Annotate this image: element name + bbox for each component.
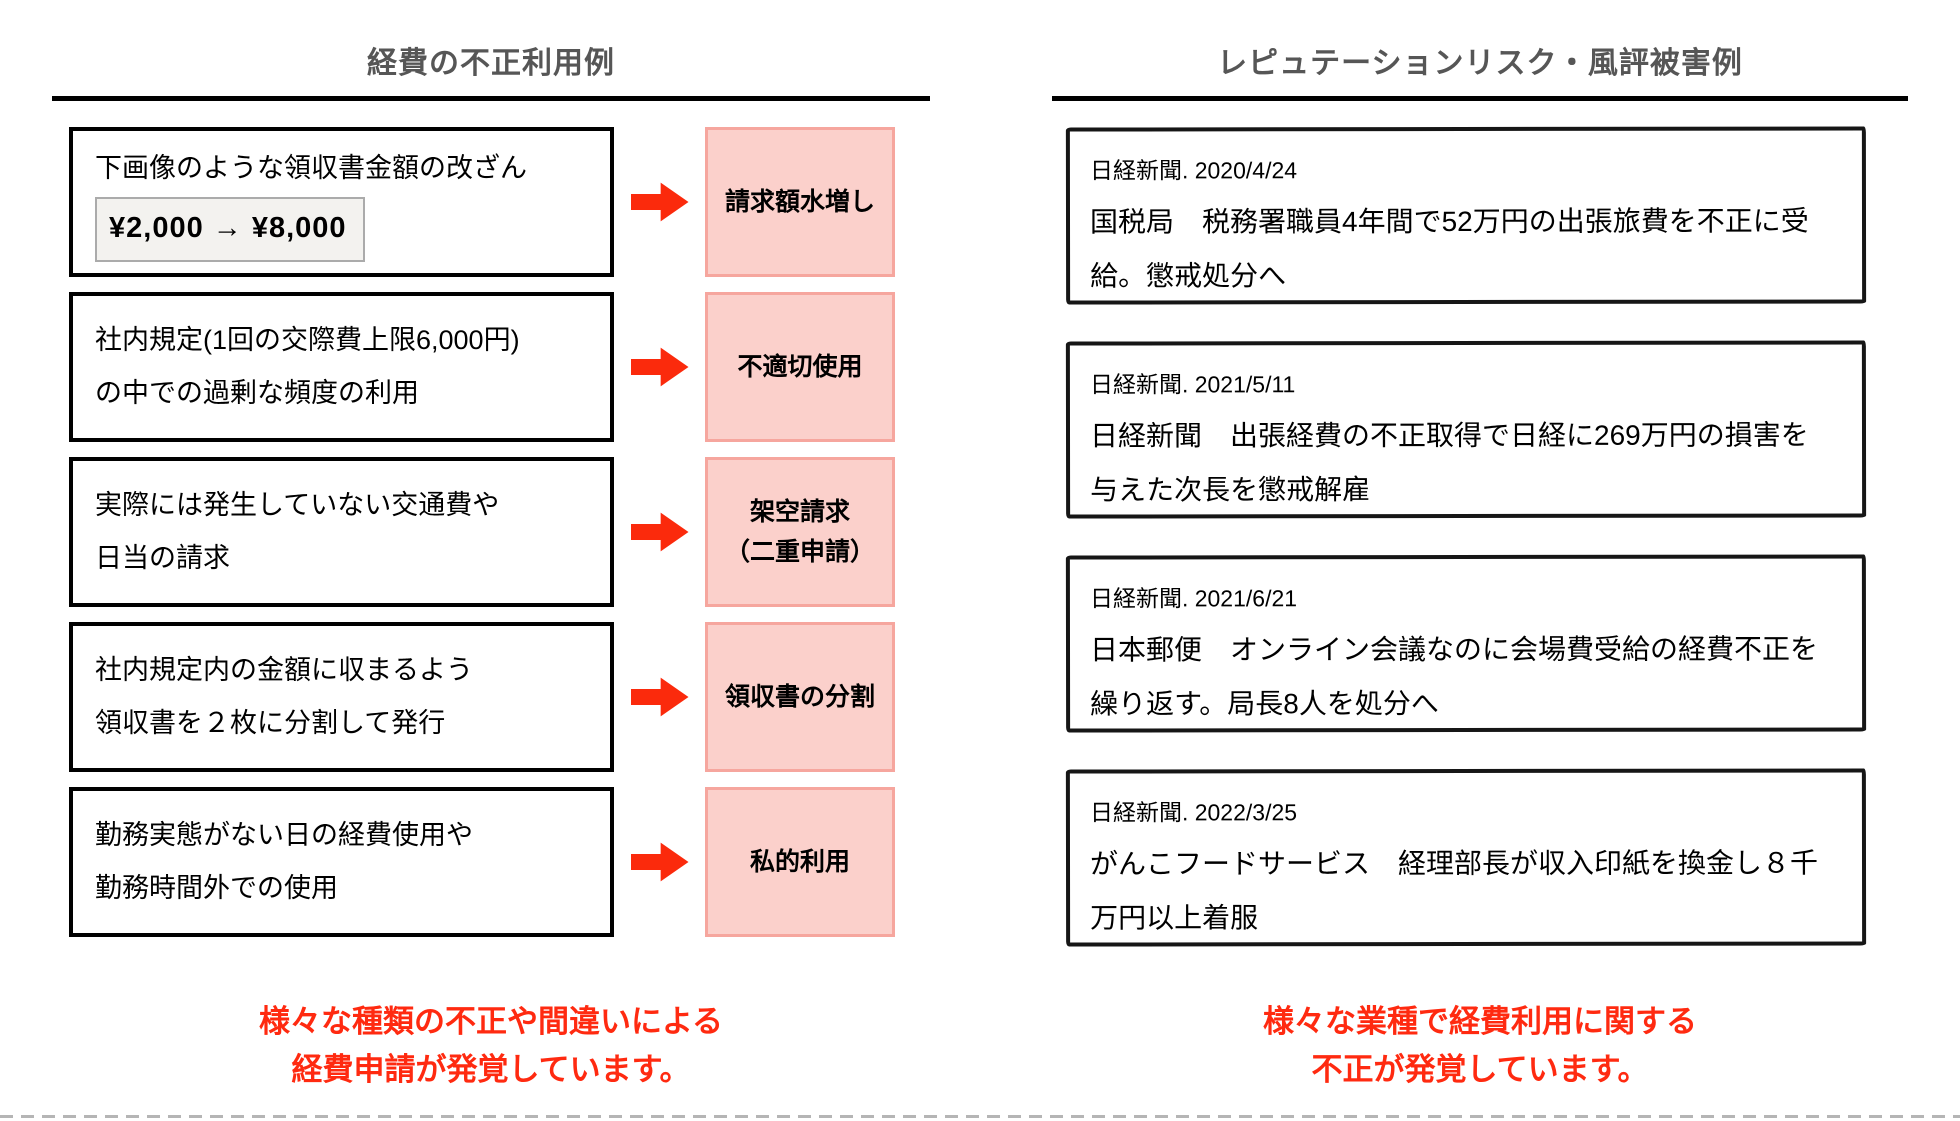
fraud-category-tag: 架空請求 （二重申請） (705, 457, 895, 607)
fraud-description-text: 社内規定(1回の交際費上限6,000円) (95, 325, 520, 356)
fraud-category-label: 請求額水増し (724, 188, 875, 216)
fraud-description-text: 勤務時間外での使用 (95, 873, 338, 903)
news-article-card: 日経新聞. 2022/3/25 がんこフードサービス 経理部長が収入印紙を換金し… (1065, 768, 1867, 947)
fraud-category-label: （二重申請） (724, 538, 875, 566)
footer-line: 様々な業種で経費利用に関する (1263, 1004, 1697, 1039)
news-source-date: 日経新聞. 2021/6/21 (1089, 585, 1298, 612)
footer-line: 経費申請が発覚しています。 (291, 1052, 691, 1088)
footer-line: 様々な種類の不正や間違いによる (258, 1004, 724, 1039)
arrow-zone (614, 127, 705, 277)
expense-fraud-title: 経費の不正利用例 (367, 47, 615, 80)
fraud-category-tag: 私的利用 (705, 787, 895, 937)
news-headline: 日本郵便 オンライン会議なのに会場費受給の経費不正を繰り返す。局長8人を処分へ (1089, 633, 1819, 720)
news-headline: 国税局 税務署職員4年間で52万円の出張旅費を不正に受給。懲戒処分へ (1089, 205, 1809, 292)
fraud-category-label: 架空請求 (749, 498, 850, 526)
fraud-category-tag: 領収書の分割 (705, 622, 895, 772)
footer-line: 不正が発覚しています。 (1311, 1052, 1649, 1088)
fraud-description-text: 社内規定内の金額に収まるよう (95, 655, 473, 686)
news-article-card: 日経新聞. 2020/4/24 国税局 税務署職員4年間で52万円の出張旅費を不… (1065, 126, 1867, 305)
fraud-category-tag: 請求額水増し (705, 127, 895, 277)
fraud-row-fictitious-claim: 実際には発生していない交通費や 日当の請求 架空請求 （二重申請） (69, 457, 930, 607)
news-article-card: 日経新聞. 2021/5/11 日経新聞 出張経費の不正取得で日経に269万円の… (1065, 340, 1867, 519)
news-source-date: 日経新聞. 2021/5/11 (1089, 371, 1296, 398)
fraud-row-receipt-splitting: 社内規定内の金額に収まるよう 領収書を２枚に分割して発行 領収書の分割 (69, 622, 930, 772)
fraud-example-rows: 下画像のような領収書金額の改ざん ¥2,000 → ¥8,000 請求額水増し … (52, 127, 930, 937)
fraud-description-box: 下画像のような領収書金額の改ざん ¥2,000 → ¥8,000 (69, 127, 614, 277)
fraud-row-excessive-use: 社内規定(1回の交際費上限6,000円) の中での過剰な頻度の利用 不適切使用 (69, 292, 930, 442)
reputation-risk-title: レピュテーションリスク・風評被害例 (1217, 47, 1743, 80)
title-underline (1052, 96, 1908, 101)
arrow-zone (614, 457, 705, 607)
right-arrow-icon (630, 842, 689, 882)
fraud-description-text: 実際には発生していない交通費や (95, 490, 500, 521)
title-underline (52, 96, 930, 101)
fraud-category-label: 不適切使用 (737, 353, 863, 381)
fraud-description-text: の中での過剰な頻度の利用 (95, 378, 419, 408)
arrow-zone (614, 292, 705, 442)
fraud-description-text: 下画像のような領収書金額の改ざん (95, 153, 527, 184)
arrow-zone (614, 622, 705, 772)
reputation-risk-panel: レピュテーションリスク・風評被害例 日経新聞. 2020/4/24 国税局 税務… (1052, 28, 1908, 983)
fraud-category-tag: 不適切使用 (705, 292, 895, 442)
altered-receipt-image: ¥2,000 → ¥8,000 (95, 197, 365, 262)
news-articles: 日経新聞. 2020/4/24 国税局 税務署職員4年間で52万円の出張旅費を不… (1052, 126, 1908, 947)
arrow-zone (614, 787, 705, 937)
fraud-description-text: 領収書を２枚に分割して発行 (95, 708, 446, 738)
news-source-date: 日経新聞. 2022/3/25 (1089, 799, 1298, 826)
fraud-description-text: 勤務実態がない日の経費使用や (95, 820, 473, 851)
expense-fraud-panel: 経費の不正利用例 下画像のような領収書金額の改ざん ¥2,000 → ¥8,00… (52, 28, 930, 952)
fraud-description-box: 実際には発生していない交通費や 日当の請求 (69, 457, 614, 607)
news-headline: がんこフードサービス 経理部長が収入印紙を換金し８千万円以上着服 (1089, 847, 1819, 934)
fraud-description-box: 社内規定(1回の交際費上限6,000円) の中での過剰な頻度の利用 (69, 292, 614, 442)
news-source-date: 日経新聞. 2020/4/24 (1089, 157, 1298, 184)
fraud-description-box: 社内規定内の金額に収まるよう 領収書を２枚に分割して発行 (69, 622, 614, 772)
right-arrow-icon (630, 677, 689, 717)
bottom-dashed-edge (0, 1115, 1960, 1118)
fraud-description-text: 日当の請求 (95, 543, 230, 573)
right-arrow-icon (630, 182, 689, 222)
fraud-row-private-use: 勤務実態がない日の経費使用や 勤務時間外での使用 私的利用 (69, 787, 930, 937)
fraud-category-label: 私的利用 (749, 848, 850, 876)
fraud-row-receipt-alteration: 下画像のような領収書金額の改ざん ¥2,000 → ¥8,000 請求額水増し (69, 127, 930, 277)
news-headline: 日経新聞 出張経費の不正取得で日経に269万円の損害を与えた次長を懲戒解雇 (1089, 419, 1809, 506)
fraud-category-label: 領収書の分割 (724, 683, 875, 711)
news-article-card: 日経新聞. 2021/6/21 日本郵便 オンライン会議なのに会場費受給の経費不… (1065, 554, 1867, 733)
right-arrow-icon (630, 512, 689, 552)
right-footer-note: 様々な業種で経費利用に関する 不正が発覚しています。 (1052, 998, 1908, 1094)
fraud-description-box: 勤務実態がない日の経費使用や 勤務時間外での使用 (69, 787, 614, 937)
right-arrow-icon (630, 347, 689, 387)
left-footer-note: 様々な種類の不正や間違いによる 経費申請が発覚しています。 (52, 998, 930, 1094)
